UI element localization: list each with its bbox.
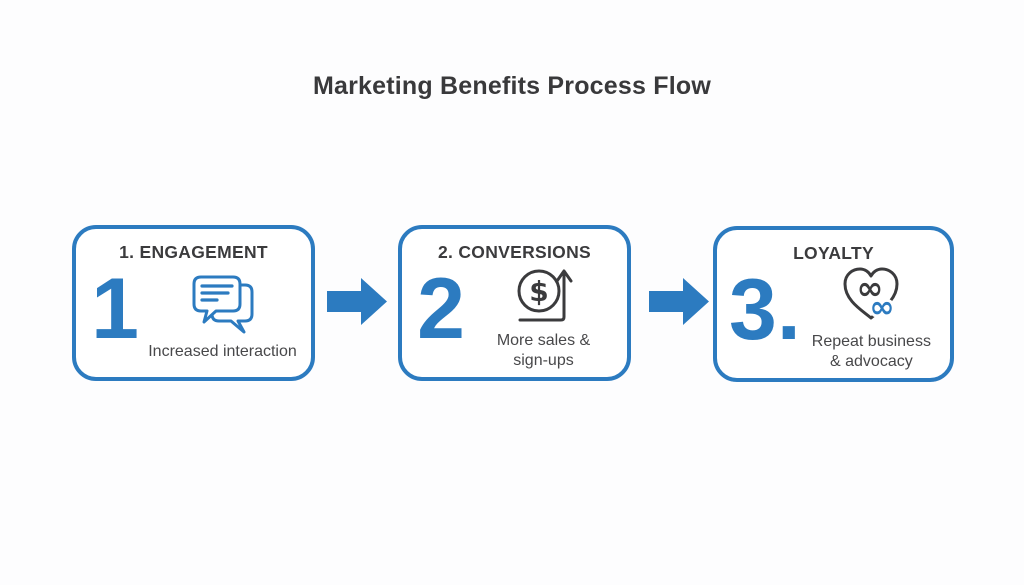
heart-infinity-icon: ∞ ∞: [837, 264, 905, 328]
step-card-loyalty: LOYALTY 3. ∞ ∞ Repeat business & advocac…: [713, 226, 954, 382]
svg-text:∞: ∞: [870, 290, 895, 325]
dollar-cycle-icon: $: [513, 263, 575, 325]
step-card-conversions: 2. CONVERSIONS 2 $ More sales & sign-ups: [398, 225, 631, 381]
caption-line: & advocacy: [830, 353, 913, 370]
step-caption: More sales & sign-ups: [497, 331, 590, 370]
step-number: 2: [417, 261, 465, 358]
step-icon-column: $ More sales & sign-ups: [468, 263, 619, 372]
caption-line: sign-ups: [513, 352, 574, 369]
arrow-right-icon: [649, 278, 709, 329]
step-body: 1 Increased interaction: [76, 263, 311, 377]
caption-line: Increased interaction: [148, 342, 297, 360]
step-caption: Repeat business & advocacy: [812, 332, 931, 371]
step-body: 3. ∞ ∞ Repeat business & advocacy: [717, 264, 950, 378]
chat-bubbles-icon: [188, 273, 258, 336]
step-icon-column: ∞ ∞ Repeat business & advocacy: [801, 264, 942, 373]
diagram-title: Marketing Benefits Process Flow: [313, 72, 711, 100]
step-icon-column: Increased interaction: [142, 273, 303, 364]
step-number: 1: [91, 261, 139, 358]
step-card-engagement: 1. ENGAGEMENT 1 Increased interaction: [72, 225, 315, 381]
caption-line: More sales &: [496, 332, 591, 350]
step-heading: LOYALTY: [793, 243, 874, 263]
step-heading: 2. CONVERSIONS: [438, 242, 591, 262]
step-number: 3.: [729, 262, 801, 359]
caption-line: Repeat business: [811, 333, 931, 351]
svg-text:∞: ∞: [857, 269, 884, 307]
step-caption: Increased interaction: [148, 342, 297, 362]
step-heading: 1. ENGAGEMENT: [119, 242, 268, 262]
flow-arrow-1: [327, 278, 387, 325]
svg-text:$: $: [529, 275, 548, 308]
flow-arrow-2: [649, 278, 709, 325]
arrow-right-icon: [327, 278, 387, 329]
step-body: 2 $ More sales & sign-ups: [402, 263, 627, 377]
